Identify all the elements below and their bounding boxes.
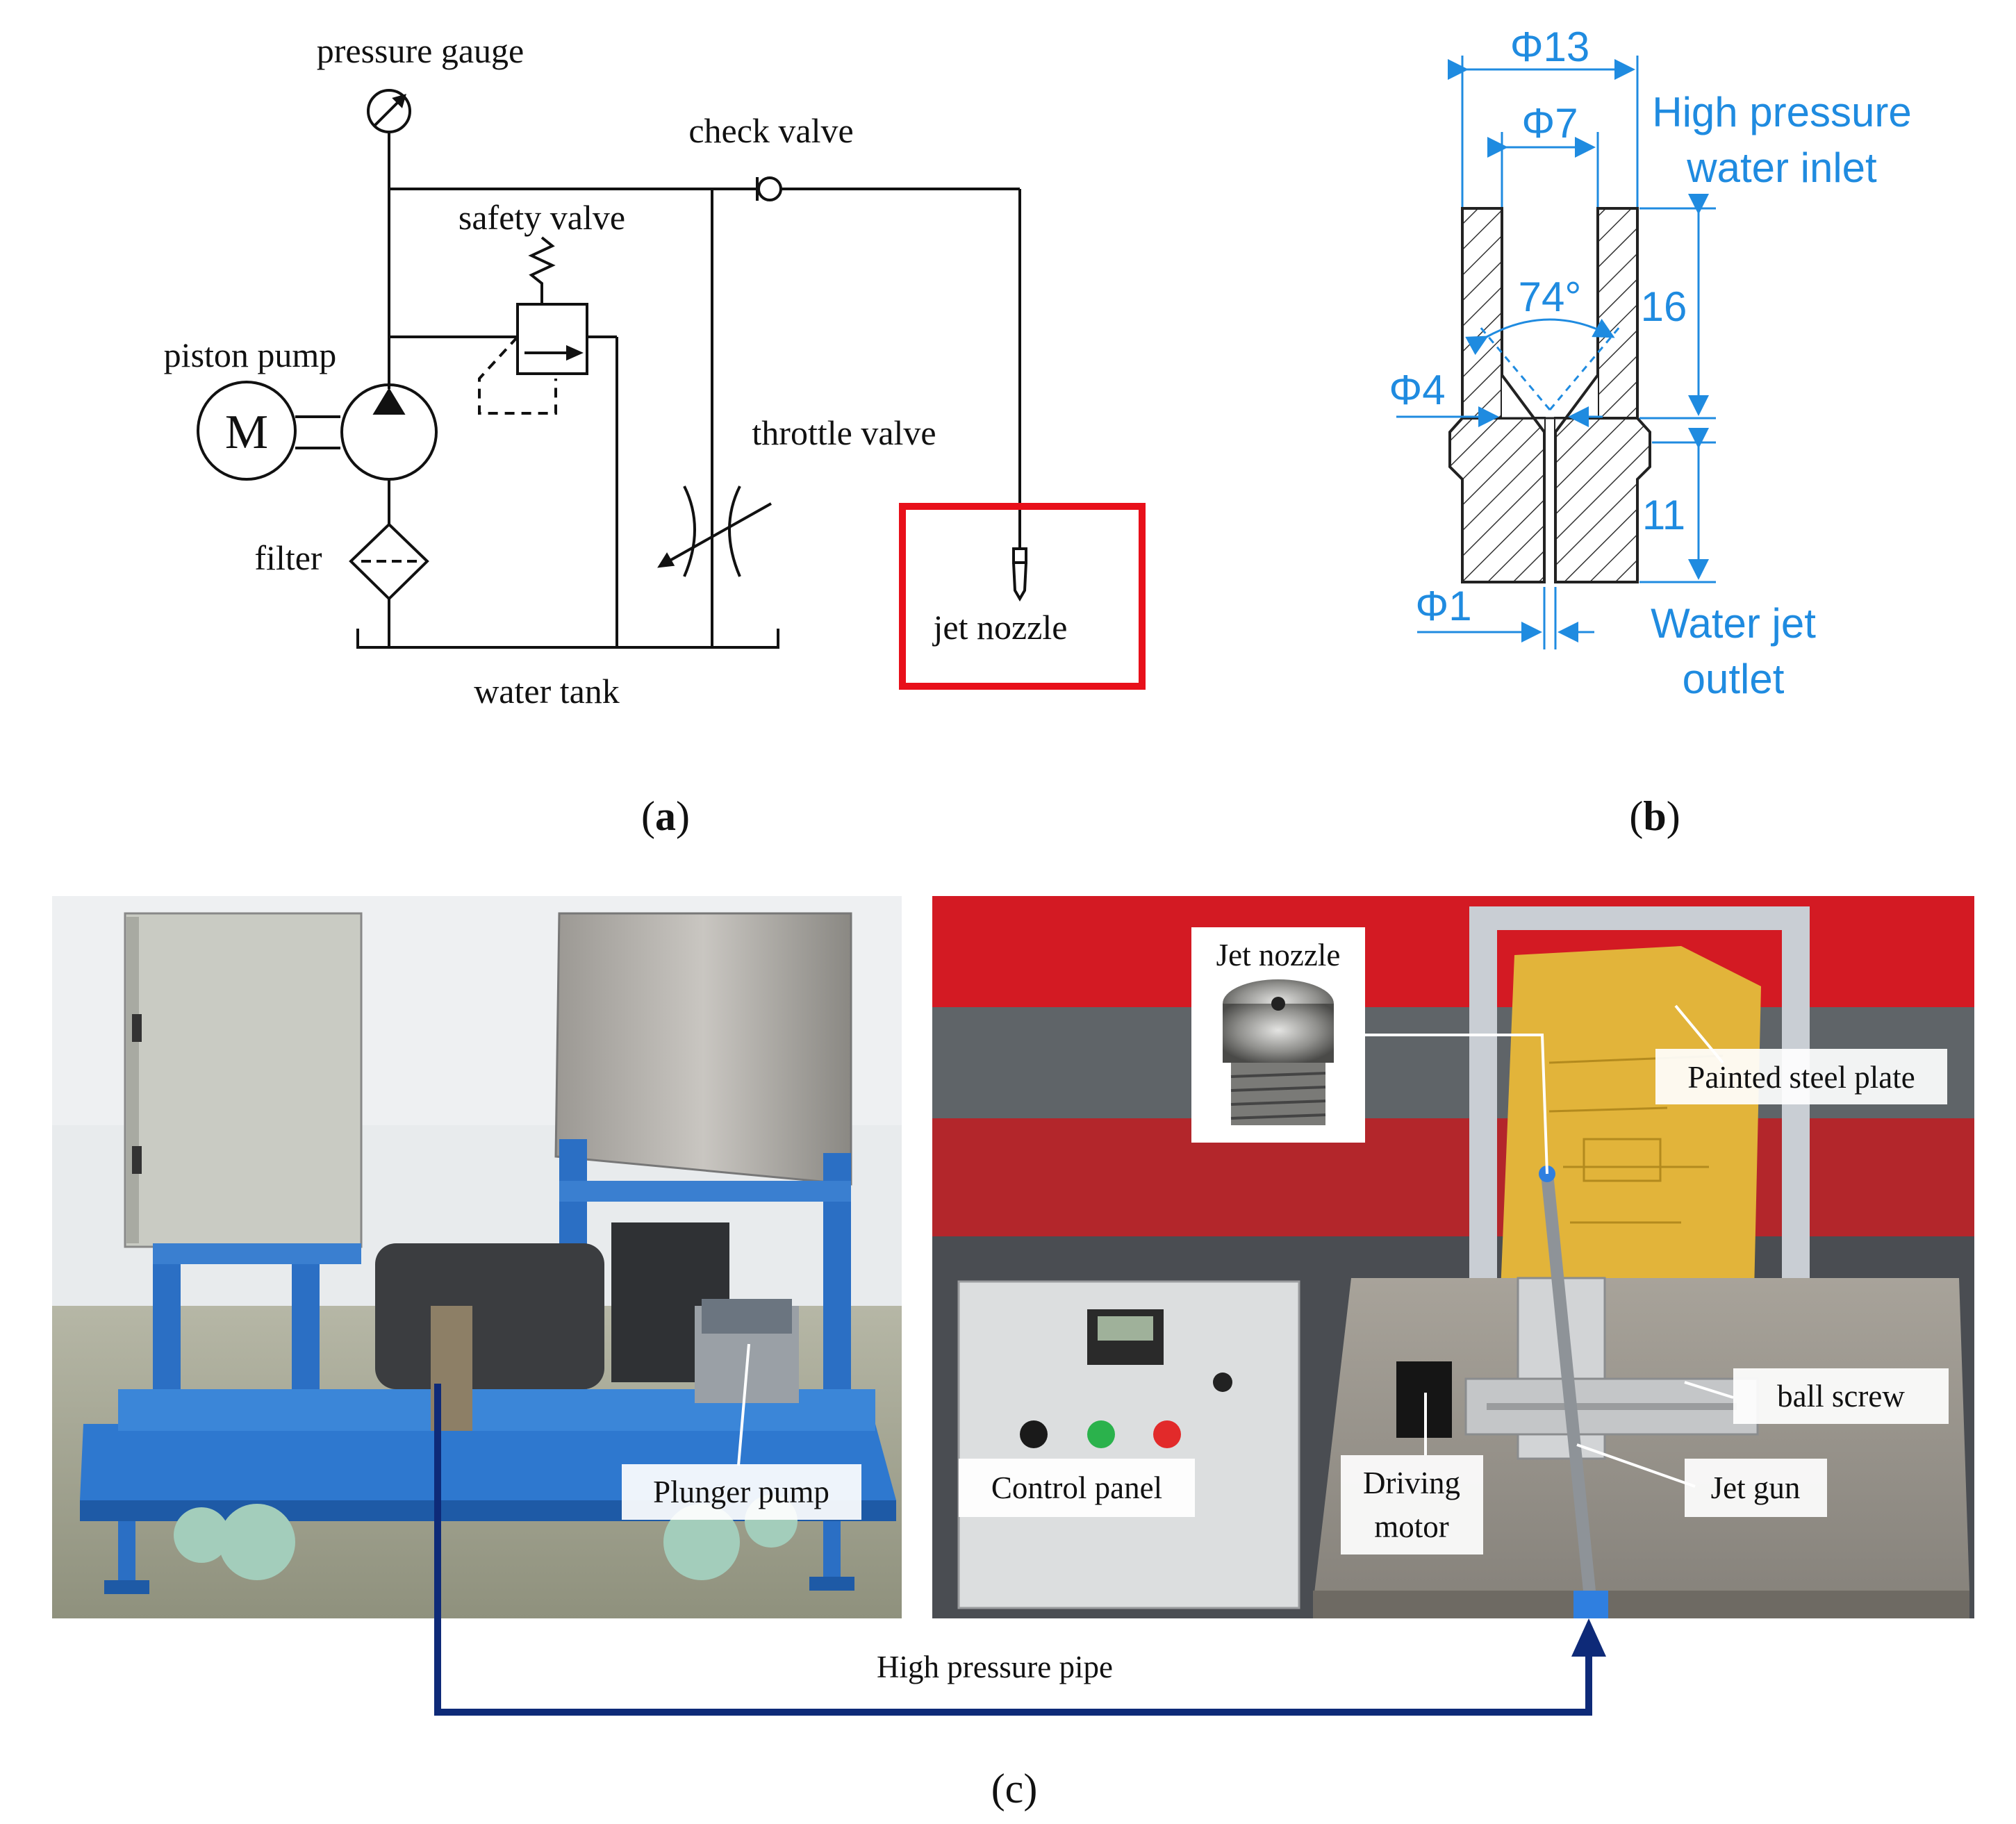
safety-valve-icon xyxy=(478,236,588,415)
cone-angle-label: 74° xyxy=(1519,274,1582,320)
painted-steel-plate-callout: Painted steel plate xyxy=(1655,1049,1947,1104)
inlet-label-line1: High pressure xyxy=(1652,89,1912,135)
upper-length-label: 16 xyxy=(1641,283,1687,330)
outer-diameter-label: Φ13 xyxy=(1510,24,1590,70)
outlet-diameter-label: Φ1 xyxy=(1415,583,1471,629)
high-pressure-pipe-label: High pressure pipe xyxy=(877,1650,1113,1684)
jet-nozzle-inset: Jet nozzle xyxy=(1191,927,1365,1143)
panel-a-schematic xyxy=(197,89,1027,649)
safety-valve-label: safety valve xyxy=(458,198,625,237)
outlet-label-line2: outlet xyxy=(1683,656,1785,702)
check-valve-label: check valve xyxy=(688,111,853,150)
plunger-pump-label: Plunger pump xyxy=(653,1475,829,1509)
water-tank-label: water tank xyxy=(474,672,620,711)
ball-screw-callout: ball screw xyxy=(1733,1368,1949,1424)
lower-length-label: 11 xyxy=(1642,492,1685,538)
jet-nozzle-photo-label: Jet nozzle xyxy=(1216,938,1341,972)
jet-nozzle-icon xyxy=(1012,547,1027,602)
motor-symbol-label: M xyxy=(225,406,268,459)
caption-a: (a) xyxy=(641,793,690,839)
water-tank-icon xyxy=(356,629,779,649)
inner-diameter-label: Φ7 xyxy=(1521,100,1578,147)
throat-diameter-label: Φ4 xyxy=(1389,367,1445,413)
pressure-gauge-label: pressure gauge xyxy=(317,31,524,70)
control-panel-callout: Control panel xyxy=(959,1459,1195,1517)
inlet-label-line2: water inlet xyxy=(1686,144,1877,191)
caption-c: (c) xyxy=(991,1766,1038,1811)
outlet-label-line1: Water jet xyxy=(1651,600,1816,647)
filter-icon xyxy=(349,522,429,601)
driving-motor-label-line1: Driving xyxy=(1363,1466,1460,1500)
motor-icon xyxy=(197,381,297,481)
jet-nozzle-label: jet nozzle xyxy=(932,608,1068,647)
painted-steel-plate-label: Painted steel plate xyxy=(1687,1060,1915,1095)
panel-b-nozzle-drawing xyxy=(1448,207,1651,583)
piston-pump-label: piston pump xyxy=(164,335,337,374)
jet-nozzle-highlight-box xyxy=(899,503,1146,690)
jet-gun-label: Jet gun xyxy=(1711,1470,1801,1505)
ball-screw-label: ball screw xyxy=(1777,1379,1905,1413)
plunger-pump-callout: Plunger pump xyxy=(622,1464,861,1520)
throttle-valve-icon xyxy=(657,486,772,577)
panel-b-dimension-lines xyxy=(1396,56,1716,649)
pump-cart-photo xyxy=(52,896,902,1618)
high-pressure-pipe xyxy=(434,1384,1606,1716)
driving-motor-label-line2: motor xyxy=(1374,1509,1449,1544)
filter-label: filter xyxy=(254,538,322,577)
check-valve-icon xyxy=(757,176,782,201)
control-panel-label: Control panel xyxy=(991,1470,1162,1505)
throttle-valve-label: throttle valve xyxy=(752,413,936,452)
caption-b: (b) xyxy=(1629,793,1680,839)
jet-gun-callout: Jet gun xyxy=(1685,1459,1827,1517)
driving-motor-callout: Driving motor xyxy=(1341,1455,1483,1554)
test-rig-photo xyxy=(932,896,1974,1618)
